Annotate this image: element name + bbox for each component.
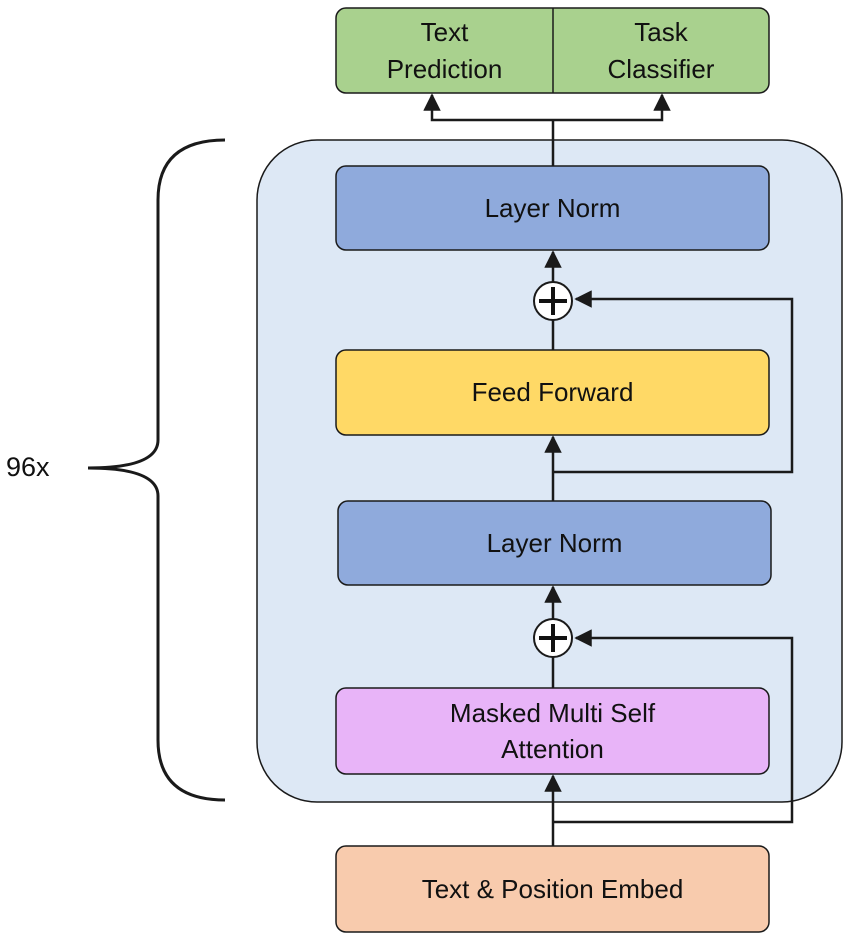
residual-connection-top: [553, 290, 794, 474]
add-node-bottom: [533, 618, 573, 658]
arrow-to-text-prediction: [423, 93, 553, 122]
repeat-count-label: 96x: [6, 452, 50, 482]
residual-connection-bottom: [553, 629, 794, 824]
arrow-to-task-classifier: [553, 93, 671, 122]
transformer-block: [256, 139, 843, 803]
layer-norm-top-box: [335, 165, 770, 251]
layer-norm-bottom-box: [337, 500, 772, 586]
masked-attention-box: [335, 687, 770, 775]
feed-forward-box: [335, 349, 770, 436]
embed-box: [335, 845, 770, 933]
add-node-top: [533, 281, 573, 321]
repeat-brace: [87, 138, 226, 802]
